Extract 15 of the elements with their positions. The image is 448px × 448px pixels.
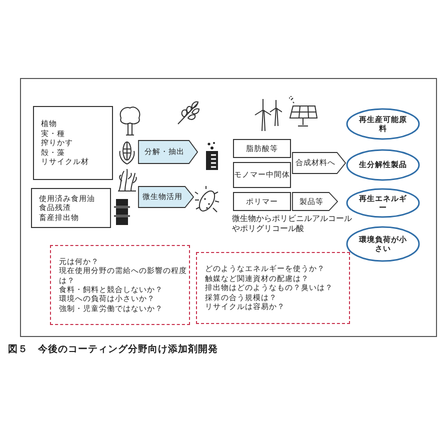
outlined-box [233, 192, 291, 211]
arrow-shaped-box [292, 192, 338, 211]
outlined-box [33, 106, 113, 180]
arrow-shaped-box [138, 186, 194, 208]
arrow-shaped-box [292, 152, 346, 174]
outlined-box [31, 188, 111, 228]
outlined-box [233, 139, 291, 158]
arrow-shaped-box [138, 140, 198, 164]
oval-box [346, 108, 420, 140]
outlined-box [233, 162, 291, 188]
dashed-question-box [196, 252, 350, 324]
figure-caption: 図５ 今後のコーティング分野向け添加剤開発 [8, 343, 218, 356]
oval-box [346, 226, 420, 262]
oval-box [346, 149, 420, 181]
dashed-question-box [50, 245, 190, 325]
